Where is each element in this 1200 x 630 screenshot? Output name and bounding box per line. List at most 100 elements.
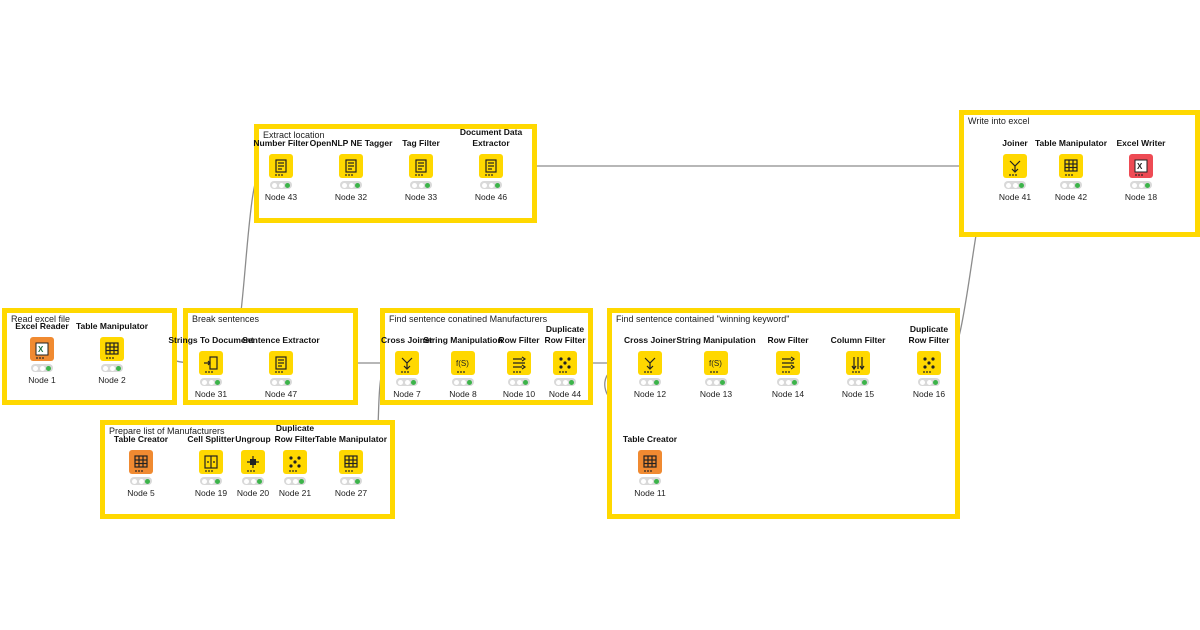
node-status-traffic-light <box>554 378 576 386</box>
node-status-traffic-light <box>1004 181 1026 189</box>
node-name: Node 44 <box>548 389 582 399</box>
node-status-traffic-light <box>410 181 432 189</box>
node-name: Node 10 <box>502 389 536 399</box>
node-label: Sentence Extractor <box>242 335 320 345</box>
duplicate-row-filter-icon[interactable] <box>553 351 577 375</box>
node-label: Table Manipulator <box>1034 138 1108 148</box>
cross-joiner-icon[interactable] <box>638 351 662 375</box>
duplicate-row-filter-icon[interactable] <box>283 450 307 474</box>
row-filter-icon[interactable] <box>776 351 800 375</box>
node-label: Ungroup <box>235 434 271 444</box>
joiner-icon[interactable] <box>1003 154 1027 178</box>
annotation-title: Extract location <box>263 130 325 140</box>
node-label: Duplicate Row Filter <box>544 324 586 345</box>
node-status-traffic-light <box>270 181 292 189</box>
node-name: Node 8 <box>449 389 477 399</box>
node-status-traffic-light <box>340 181 362 189</box>
node-label: String Manipulation <box>676 335 756 345</box>
node-name: Node 32 <box>334 192 368 202</box>
sentence-extractor-icon[interactable] <box>269 351 293 375</box>
svg-text:f(S): f(S) <box>709 359 722 368</box>
node-name: Node 18 <box>1124 192 1158 202</box>
node-status-traffic-light <box>918 378 940 386</box>
node-status-traffic-light <box>1130 181 1152 189</box>
table-creator-icon[interactable] <box>638 450 662 474</box>
node-label: Table Creator <box>622 434 678 444</box>
column-filter-icon[interactable] <box>846 351 870 375</box>
node-name: Node 31 <box>194 389 228 399</box>
node-status-traffic-light <box>1060 181 1082 189</box>
node-label: Document Data Extractor <box>459 127 523 148</box>
node-name: Node 47 <box>264 389 298 399</box>
node-label: Table Manipulator <box>75 321 149 331</box>
annotation-title: Prepare list of Manufacturers <box>109 426 225 436</box>
node-status-traffic-light <box>705 378 727 386</box>
node-label: Excel Writer <box>1116 138 1166 148</box>
node-name: Node 14 <box>771 389 805 399</box>
node-status-traffic-light <box>639 378 661 386</box>
excel-writer-icon[interactable]: X <box>1129 154 1153 178</box>
tag-filter-icon[interactable] <box>409 154 433 178</box>
annotation-title: Break sentences <box>192 314 260 324</box>
cell-splitter-icon[interactable] <box>199 450 223 474</box>
node-name: Node 20 <box>236 488 270 498</box>
table-creator-icon[interactable] <box>129 450 153 474</box>
annotation-find-keyword[interactable]: Find sentence contained "winning keyword… <box>607 308 960 519</box>
node-label: Column Filter <box>830 335 886 345</box>
node-name: Node 46 <box>474 192 508 202</box>
node-name: Node 33 <box>404 192 438 202</box>
node-label: Excel Reader <box>15 321 69 331</box>
excel-reader-icon[interactable]: X <box>30 337 54 361</box>
duplicate-row-filter-icon[interactable] <box>917 351 941 375</box>
node-status-traffic-light <box>242 477 264 485</box>
node-label: Table Manipulator <box>314 434 388 444</box>
annotation-title: Read excel file <box>11 314 71 324</box>
table-manipulator-icon[interactable] <box>339 450 363 474</box>
node-status-traffic-light <box>480 181 502 189</box>
node-status-traffic-light <box>508 378 530 386</box>
ungroup-icon[interactable] <box>241 450 265 474</box>
node-name: Node 19 <box>194 488 228 498</box>
strings-to-document-icon[interactable] <box>199 351 223 375</box>
node-label: Duplicate Row Filter <box>908 324 950 345</box>
string-manipulation-icon[interactable]: f(S) <box>451 351 475 375</box>
node-status-traffic-light <box>284 477 306 485</box>
node-label: Joiner <box>1002 138 1028 148</box>
string-manipulation-icon[interactable]: f(S) <box>704 351 728 375</box>
node-status-traffic-light <box>847 378 869 386</box>
node-label: Row Filter <box>498 335 540 345</box>
node-name: Node 27 <box>334 488 368 498</box>
node-label: Tag Filter <box>402 138 440 148</box>
number-filter-icon[interactable] <box>269 154 293 178</box>
document-data-extractor-icon[interactable] <box>479 154 503 178</box>
annotation-title: Find sentence conatined Manufacturers <box>389 314 548 324</box>
node-name: Node 11 <box>634 488 666 498</box>
node-status-traffic-light <box>200 477 222 485</box>
ne-tagger-icon[interactable] <box>339 154 363 178</box>
node-name: Node 5 <box>127 488 155 498</box>
svg-text:f(S): f(S) <box>456 359 469 368</box>
node-label: Strings To Document <box>168 335 254 345</box>
node-name: Node 16 <box>912 389 946 399</box>
svg-text:X: X <box>1137 162 1143 171</box>
node-name: Node 41 <box>998 192 1032 202</box>
node-status-traffic-light <box>639 477 661 485</box>
node-label: String Manipulation <box>423 335 503 345</box>
node-name: Node 2 <box>98 375 126 385</box>
node-name: Node 42 <box>1054 192 1088 202</box>
node-label: OpenNLP NE Tagger <box>309 138 393 148</box>
node-status-traffic-light <box>101 364 123 372</box>
node-label: Row Filter <box>767 335 809 345</box>
row-filter-icon[interactable] <box>507 351 531 375</box>
node-status-traffic-light <box>130 477 152 485</box>
node-status-traffic-light <box>777 378 799 386</box>
table-manipulator-icon[interactable] <box>100 337 124 361</box>
node-label: Duplicate Row Filter <box>274 423 316 444</box>
node-status-traffic-light <box>200 378 222 386</box>
table-manipulator-icon[interactable] <box>1059 154 1083 178</box>
node-status-traffic-light <box>396 378 418 386</box>
node-status-traffic-light <box>452 378 474 386</box>
cross-joiner-icon[interactable] <box>395 351 419 375</box>
annotation-title: Write into excel <box>968 116 1030 126</box>
